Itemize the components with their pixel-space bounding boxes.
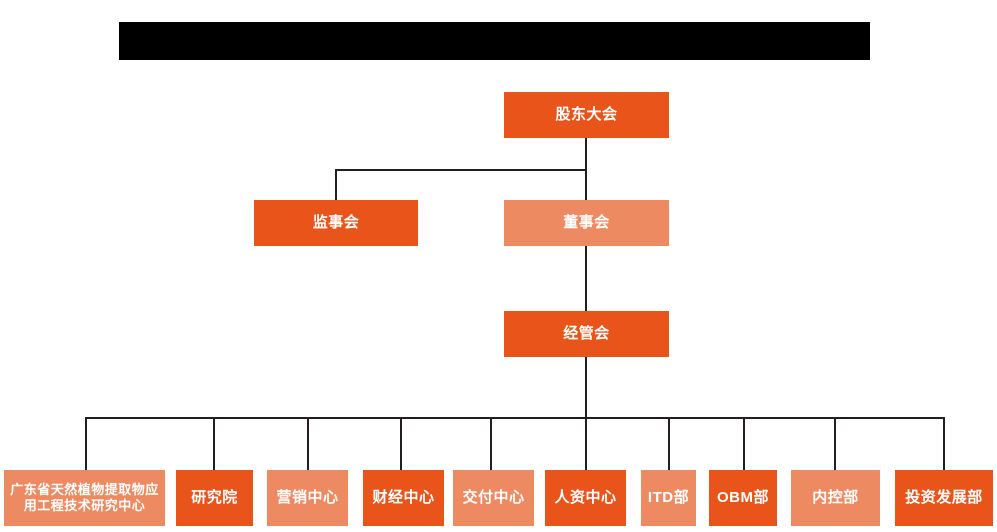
connector-drop-institute xyxy=(213,417,215,470)
connector-drop-finance xyxy=(400,417,402,470)
connector-drop-internal-control xyxy=(834,417,836,470)
node-internal-control-label: 内控部 xyxy=(812,488,859,506)
connector-department-bus xyxy=(85,417,944,419)
node-directors[interactable]: 董事会 xyxy=(504,200,669,246)
node-finance-label: 财经中心 xyxy=(372,488,435,506)
node-hr[interactable]: 人资中心 xyxy=(545,470,626,526)
connector-shareholders-down xyxy=(585,138,587,171)
node-directors-label: 董事会 xyxy=(563,213,610,231)
node-delivery[interactable]: 交付中心 xyxy=(453,470,534,526)
node-supervisors[interactable]: 监事会 xyxy=(254,200,418,246)
node-obm[interactable]: OBM部 xyxy=(709,470,777,526)
node-institute-label: 研究院 xyxy=(191,488,238,506)
node-investment-label: 投资发展部 xyxy=(905,488,983,506)
node-hr-label: 人资中心 xyxy=(554,488,617,506)
node-rd-center-label-line2: 用工程技术研究中心 xyxy=(23,498,146,513)
node-supervisors-label: 监事会 xyxy=(312,213,360,231)
node-internal-control[interactable]: 内控部 xyxy=(791,470,880,526)
connector-directors-management xyxy=(585,246,587,311)
connector-drop-hr xyxy=(585,417,587,470)
connector-level2-bus xyxy=(335,169,587,171)
node-delivery-label: 交付中心 xyxy=(462,488,525,506)
node-management[interactable]: 经管会 xyxy=(504,311,669,357)
node-shareholders[interactable]: 股东大会 xyxy=(504,92,669,138)
connector-drop-obm xyxy=(743,417,745,470)
node-investment[interactable]: 投资发展部 xyxy=(895,470,993,526)
connector-drop-delivery xyxy=(490,417,492,470)
node-management-label: 经管会 xyxy=(563,324,610,342)
connector-drop-investment xyxy=(943,417,945,470)
node-rd-center[interactable]: 广东省天然植物提取物应 用工程技术研究中心 xyxy=(4,470,165,526)
node-marketing[interactable]: 营销中心 xyxy=(267,470,348,526)
node-rd-center-label: 广东省天然植物提取物应 用工程技术研究中心 xyxy=(4,482,165,515)
node-itd[interactable]: ITD部 xyxy=(641,470,696,526)
node-rd-center-label-line1: 广东省天然植物提取物应 xyxy=(10,481,159,497)
node-obm-label: OBM部 xyxy=(717,488,769,506)
node-marketing-label: 营销中心 xyxy=(276,488,339,506)
node-finance[interactable]: 财经中心 xyxy=(363,470,444,526)
node-itd-label: ITD部 xyxy=(647,488,690,506)
connector-management-down xyxy=(585,357,587,418)
connector-drop-itd xyxy=(668,417,670,470)
connector-supervisors-drop xyxy=(335,169,337,200)
node-shareholders-label: 股东大会 xyxy=(555,105,618,123)
redacted-title-banner xyxy=(119,22,870,60)
connector-drop-marketing xyxy=(307,417,309,470)
node-institute[interactable]: 研究院 xyxy=(176,470,253,526)
connector-drop-rd-center xyxy=(85,417,87,470)
connector-directors-drop xyxy=(585,169,587,200)
